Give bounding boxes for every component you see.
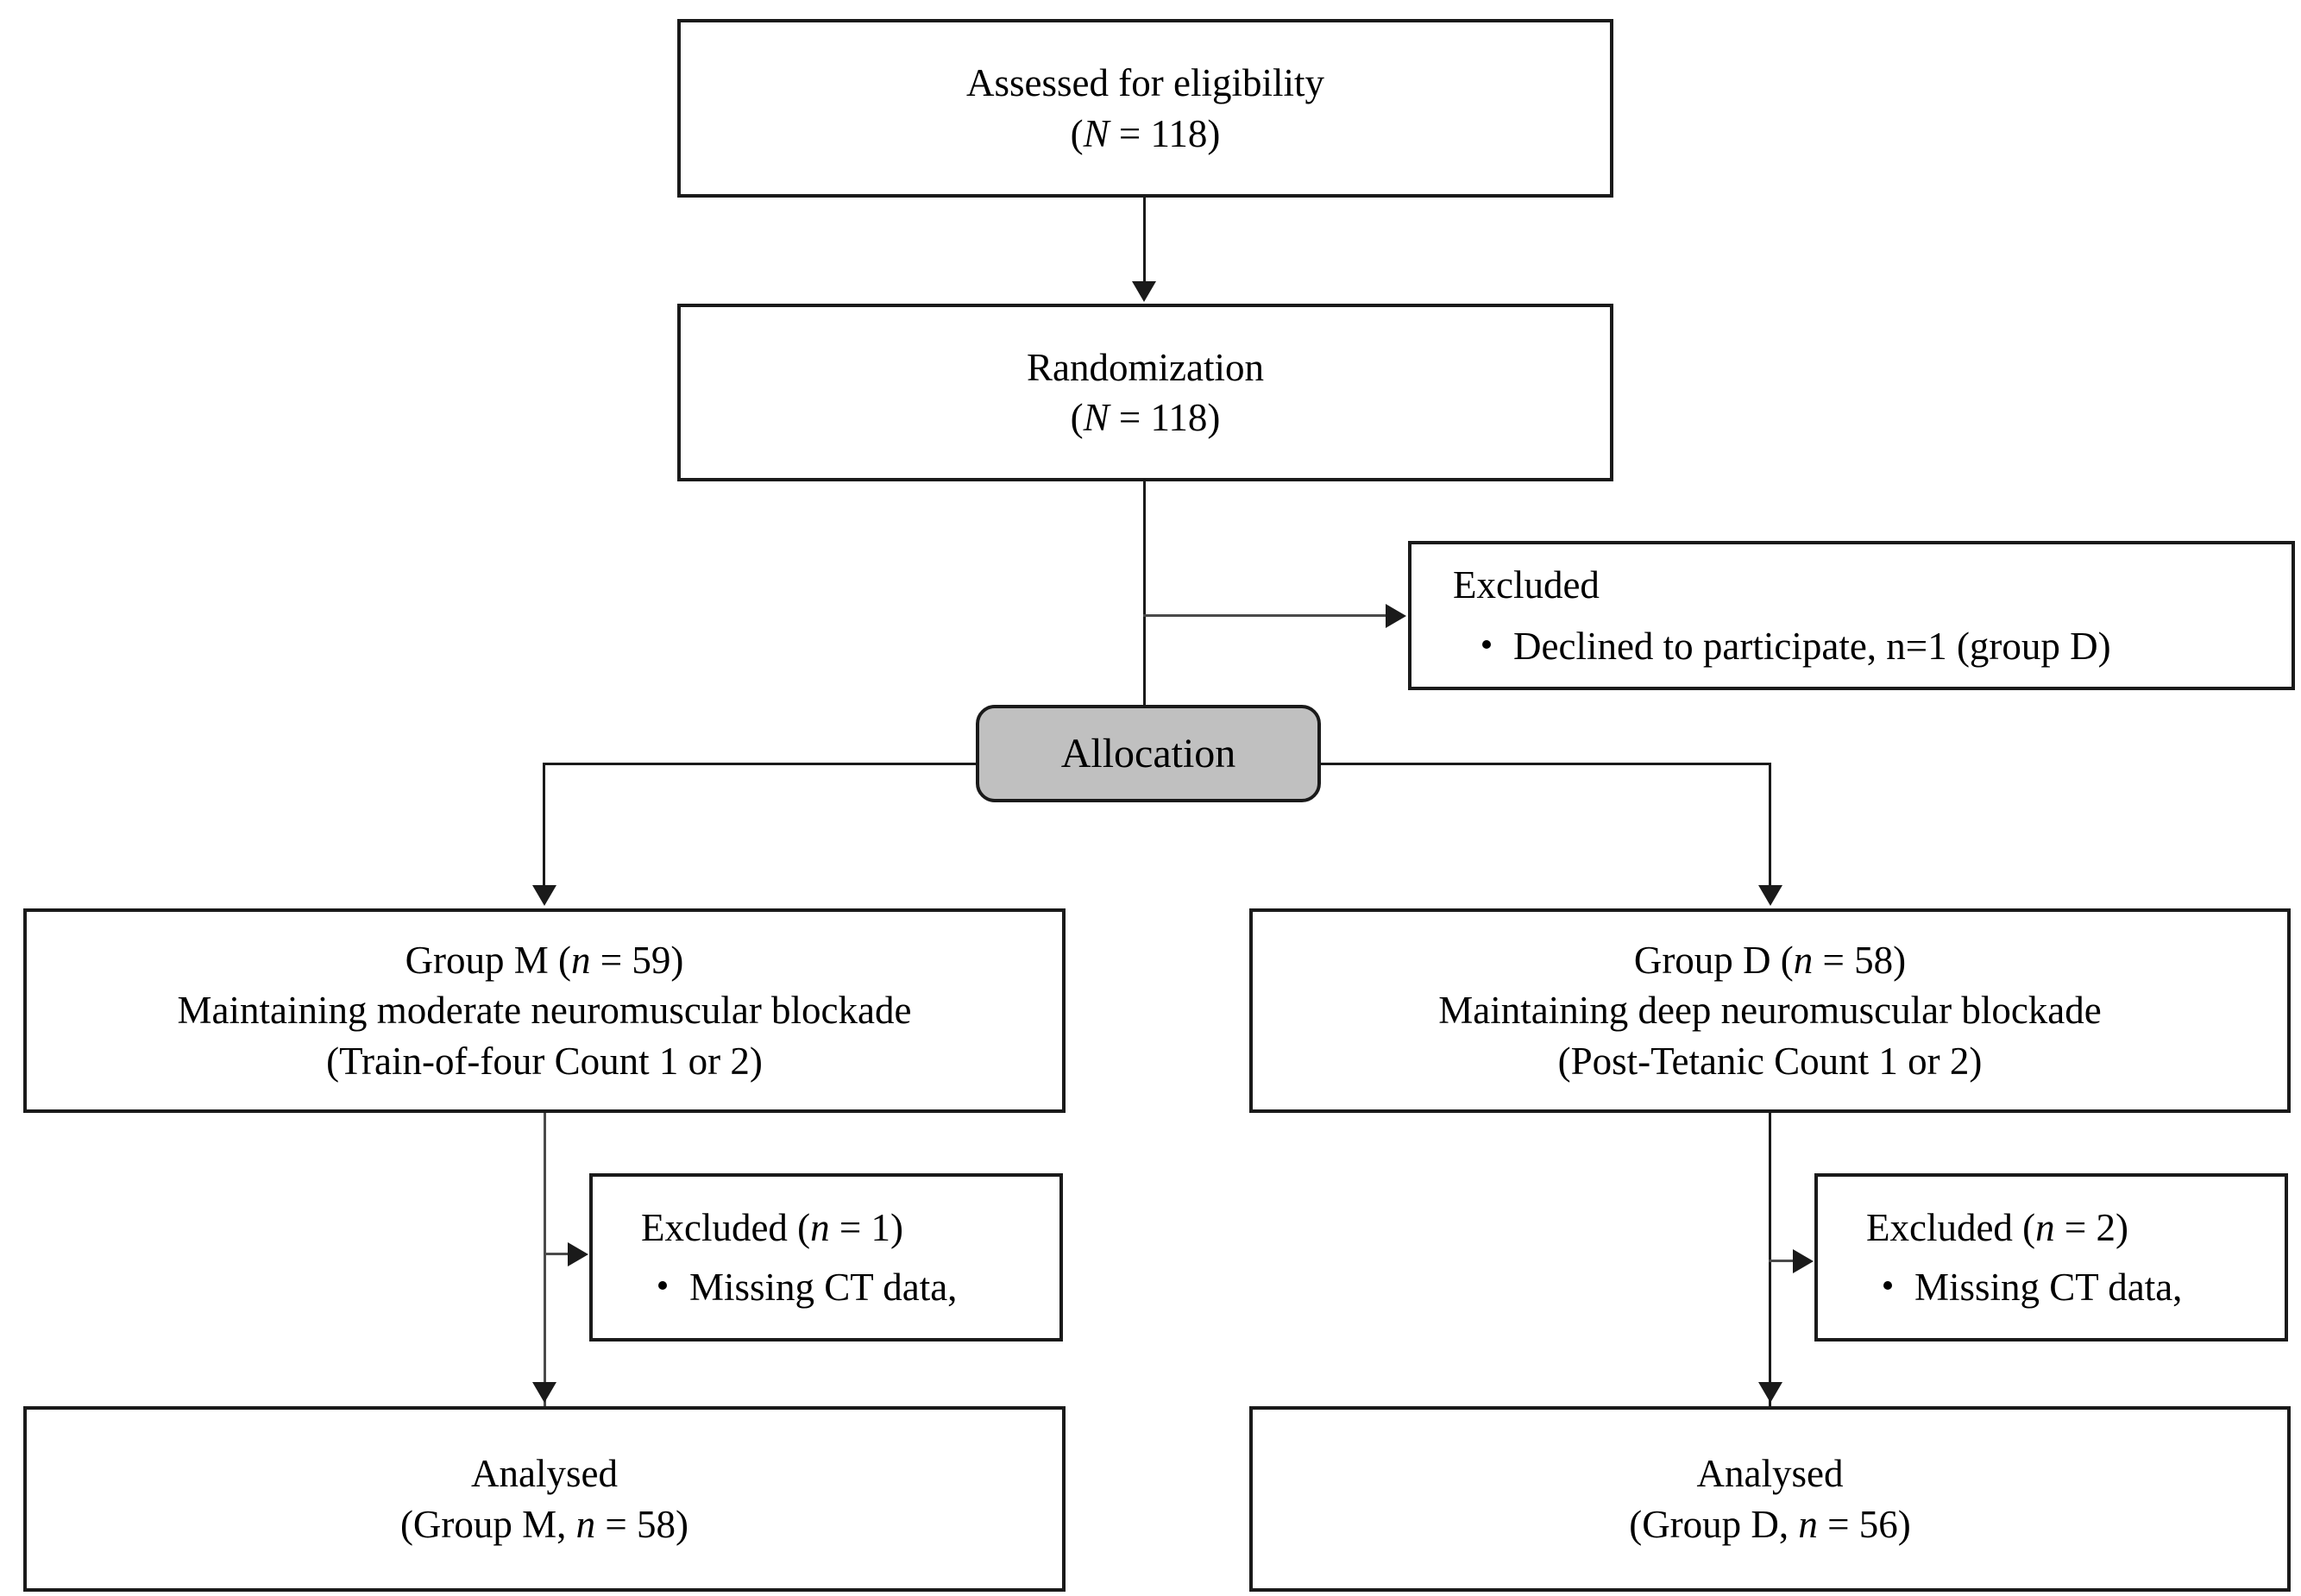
analysed-d-n-value: = 56)	[1817, 1502, 1911, 1546]
arrowhead-group-m-to-analysed-m	[532, 1382, 556, 1403]
randomization-line-1: Randomization	[1027, 345, 1264, 389]
node-excluded-top: Excluded Declined to participate, n=1 (g…	[1408, 541, 2295, 690]
excluded-d-n-symbol: n	[2035, 1206, 2055, 1249]
assessed-line-2: (N = 118)	[1071, 109, 1221, 160]
arrowhead-allocation-to-group-d	[1758, 885, 1782, 906]
arrowhead-allocation-to-group-m	[532, 885, 556, 906]
analysed-d-line-1: Analysed	[1696, 1452, 1844, 1495]
analysed-m-line-1: Analysed	[471, 1452, 618, 1495]
connector-allocation-to-group-m-vertical	[543, 763, 545, 886]
assessed-n-symbol: N	[1083, 111, 1110, 155]
analysed-d-n-symbol: n	[1798, 1502, 1818, 1546]
connector-group-m-to-analysed-m	[544, 1113, 546, 1406]
group-d-line-3: (Post-Tetanic Count 1 or 2)	[1557, 1039, 1983, 1083]
group-m-n-value: = 59)	[590, 938, 684, 982]
node-group-m: Group M (n = 59) Maintaining moderate ne…	[23, 908, 1066, 1113]
arrowhead-randomization-to-excluded	[1386, 604, 1406, 628]
analysed-d-line-2: (Group D, n = 56)	[1629, 1499, 1911, 1550]
excluded-d-n-value: = 2)	[2054, 1206, 2129, 1249]
assessed-paren-open: (	[1070, 111, 1084, 155]
randomization-n-value: = 118)	[1109, 396, 1221, 439]
excluded-top-bullet-1: Declined to participate, n=1 (group D)	[1482, 621, 2111, 672]
group-d-line-1: Group D (n = 58)	[1634, 935, 1906, 986]
excluded-top-heading: Excluded	[1453, 563, 1600, 606]
group-m-line-1: Group M (n = 59)	[406, 935, 684, 986]
assessed-n-value: = 118)	[1109, 111, 1221, 155]
connector-group-m-to-excluded-m	[544, 1253, 571, 1255]
analysed-d-group-label: (Group D,	[1629, 1502, 1799, 1546]
excluded-d-heading-text: Excluded (	[1866, 1206, 2036, 1249]
arrowhead-group-m-to-excluded-m	[568, 1242, 588, 1266]
excluded-m-n-symbol: n	[810, 1206, 830, 1249]
excluded-m-bullet-1-text: Missing CT data,	[689, 1265, 958, 1309]
analysed-m-n-symbol: n	[575, 1502, 596, 1546]
group-m-n-symbol: n	[571, 938, 591, 982]
node-analysed-group-m: Analysed (Group M, n = 58)	[23, 1406, 1066, 1592]
excluded-m-heading-text: Excluded (	[641, 1206, 811, 1249]
connector-assessed-to-randomization	[1143, 198, 1146, 284]
excluded-d-heading: Excluded (n = 2)	[1866, 1203, 2128, 1254]
bullet-point-icon	[658, 1280, 667, 1290]
connector-allocation-to-group-d-horizontal	[1318, 763, 1771, 765]
allocation-label-text: Allocation	[1060, 731, 1236, 776]
node-group-d: Group D (n = 58) Maintaining deep neurom…	[1249, 908, 2291, 1113]
randomization-line-2: (N = 118)	[1071, 393, 1221, 443]
excluded-d-bullet-1-text: Missing CT data,	[1914, 1265, 2183, 1309]
randomization-paren-open: (	[1070, 396, 1084, 439]
analysed-m-n-value: = 58)	[595, 1502, 689, 1546]
node-excluded-group-m: Excluded (n = 1) Missing CT data,	[589, 1173, 1063, 1342]
node-assessed-for-eligibility: Assessed for eligibility (N = 118)	[677, 19, 1613, 198]
randomization-n-symbol: N	[1083, 396, 1110, 439]
assessed-line-1: Assessed for eligibility	[966, 61, 1324, 104]
group-m-line-2: Maintaining moderate neuromuscular block…	[177, 989, 912, 1033]
excluded-m-heading: Excluded (n = 1)	[641, 1203, 903, 1254]
excluded-top-bullet-1-text: Declined to participate, n=1 (group D)	[1513, 624, 2111, 668]
group-d-line-2: Maintaining deep neuromuscular blockade	[1438, 989, 2102, 1033]
analysed-m-line-2: (Group M, n = 58)	[400, 1499, 688, 1550]
node-excluded-group-d: Excluded (n = 2) Missing CT data,	[1814, 1173, 2288, 1342]
arrowhead-group-d-to-excluded-d	[1793, 1249, 1814, 1273]
connector-randomization-to-excluded	[1143, 614, 1389, 617]
connector-randomization-to-allocation	[1143, 481, 1146, 707]
node-analysed-group-d: Analysed (Group D, n = 56)	[1249, 1406, 2291, 1592]
bullet-point-icon	[1482, 639, 1491, 649]
excluded-d-bullet-1: Missing CT data,	[1883, 1262, 2182, 1313]
bullet-point-icon	[1883, 1280, 1892, 1290]
connector-allocation-to-group-d-vertical	[1769, 763, 1771, 886]
arrowhead-group-d-to-analysed-d	[1758, 1382, 1782, 1403]
group-m-title: Group M (	[405, 938, 572, 982]
arrowhead-assessed-to-randomization	[1132, 281, 1156, 302]
connector-allocation-to-group-m-horizontal	[543, 763, 978, 765]
analysed-m-group-label: (Group M,	[399, 1502, 576, 1546]
stage-label-allocation: Allocation	[976, 705, 1321, 802]
excluded-m-bullet-1: Missing CT data,	[658, 1262, 957, 1313]
excluded-m-n-value: = 1)	[829, 1206, 904, 1249]
group-m-line-3: (Train-of-four Count 1 or 2)	[326, 1039, 763, 1083]
connector-group-d-to-excluded-d	[1769, 1260, 1796, 1262]
node-randomization: Randomization (N = 118)	[677, 304, 1613, 481]
group-d-n-value: = 58)	[1813, 938, 1907, 982]
group-d-n-symbol: n	[1793, 938, 1814, 982]
group-d-title: Group D (	[1633, 938, 1794, 982]
